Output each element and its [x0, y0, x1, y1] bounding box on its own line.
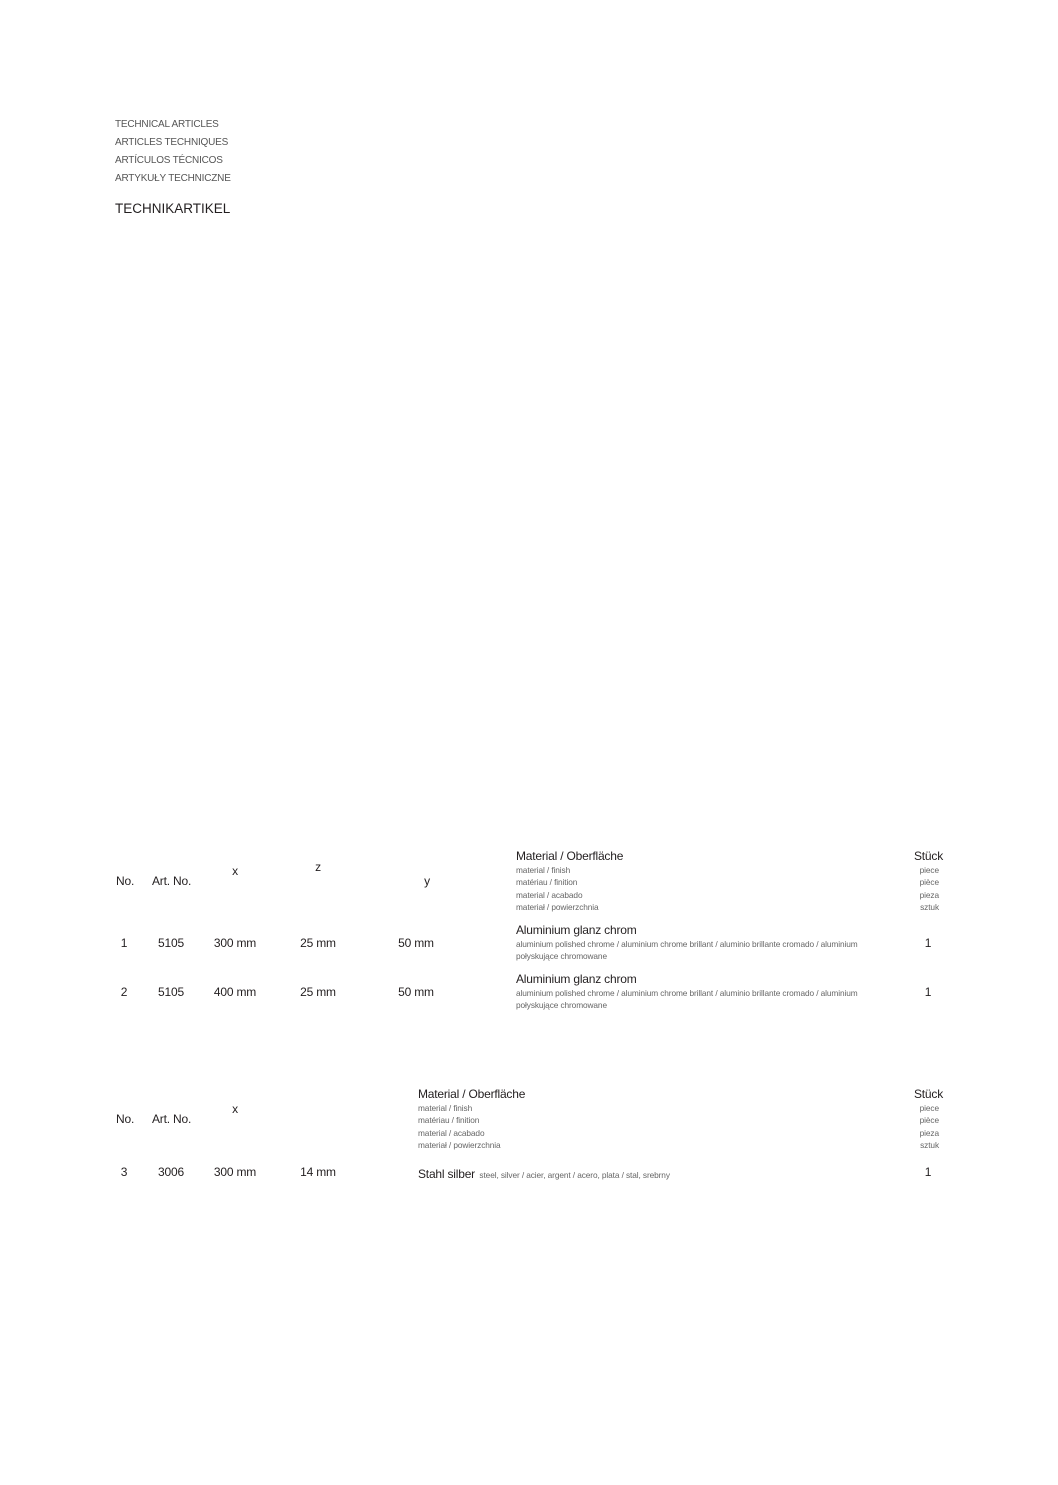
col-qty-sub: pièce — [919, 877, 939, 887]
cell-y: 50 mm — [398, 985, 434, 999]
header-line-fr: ARTICLES TECHNIQUES — [115, 137, 229, 148]
cell-z: 25 mm — [300, 985, 336, 999]
cell-no: 2 — [120, 985, 128, 999]
page-title: TECHNIKARTIKEL — [115, 201, 231, 216]
col-qty-sub: piece — [919, 1103, 939, 1113]
cell-material-wrap: Stahl silber steel, silver / acier, arge… — [418, 1166, 670, 1182]
col-x: x — [232, 1102, 238, 1116]
cell-x: 300 mm — [213, 936, 257, 950]
col-art-no: Art. No. — [152, 874, 192, 888]
cell-material-desc: połyskujące chromowane — [516, 1000, 607, 1010]
col-qty-sub: pieza — [919, 1128, 939, 1138]
col-material-sub: materiał / powierzchnia — [516, 902, 599, 912]
col-material-sub: material / acabado — [418, 1128, 485, 1138]
col-qty-sub: piece — [919, 865, 939, 875]
col-material-sub: materiał / powierzchnia — [418, 1140, 501, 1150]
col-material-sub: material / acabado — [516, 890, 583, 900]
col-material: Material / Oberfläche — [516, 849, 624, 863]
cell-material-desc: aluminium polished chrome / aluminium ch… — [516, 988, 858, 998]
cell-z: 25 mm — [300, 936, 336, 950]
cell-art-no: 5105 — [158, 985, 184, 999]
header-line-pl: ARTYKUŁY TECHNICZNE — [115, 173, 231, 184]
col-qty: Stück — [913, 1087, 943, 1101]
col-z: z — [315, 860, 321, 874]
cell-material-desc: steel, silver / acier, argent / acero, p… — [479, 1170, 670, 1180]
cell-x: 400 mm — [213, 985, 257, 999]
cell-x: 300 mm — [213, 1165, 257, 1179]
col-qty-sub: sztuk — [920, 902, 939, 912]
col-material: Material / Oberfläche — [418, 1087, 526, 1101]
col-y: y — [424, 874, 430, 888]
header-line-es: ARTÍCULOS TÉCNICOS — [115, 155, 223, 166]
cell-z: 14 mm — [300, 1165, 336, 1179]
cell-material-desc: połyskujące chromowane — [516, 951, 607, 961]
cell-no: 3 — [120, 1165, 128, 1179]
cell-material-desc: aluminium polished chrome / aluminium ch… — [516, 939, 858, 949]
col-material-sub: matériau / finition — [418, 1115, 480, 1125]
col-qty: Stück — [913, 849, 943, 863]
col-material-sub: material / finish — [418, 1103, 473, 1113]
col-no: No. — [116, 874, 135, 888]
col-no: No. — [116, 1112, 135, 1126]
cell-art-no: 3006 — [158, 1165, 184, 1179]
cell-art-no: 5105 — [158, 936, 184, 950]
cell-qty: 1 — [924, 1165, 932, 1179]
cell-material: Aluminium glanz chrom — [516, 923, 637, 937]
col-material-sub: matériau / finition — [516, 877, 578, 887]
col-qty-sub: pièce — [919, 1115, 939, 1125]
cell-no: 1 — [120, 936, 128, 950]
cell-qty: 1 — [924, 985, 932, 999]
col-qty-sub: pieza — [919, 890, 939, 900]
col-x: x — [232, 864, 238, 878]
col-qty-sub: sztuk — [920, 1140, 939, 1150]
col-art-no: Art. No. — [152, 1112, 192, 1126]
col-material-sub: material / finish — [516, 865, 571, 875]
cell-y: 50 mm — [398, 936, 434, 950]
cell-material: Aluminium glanz chrom — [516, 972, 637, 986]
cell-material: Stahl silber — [418, 1167, 475, 1181]
header-line-en: TECHNICAL ARTICLES — [115, 119, 219, 130]
cell-qty: 1 — [924, 936, 932, 950]
